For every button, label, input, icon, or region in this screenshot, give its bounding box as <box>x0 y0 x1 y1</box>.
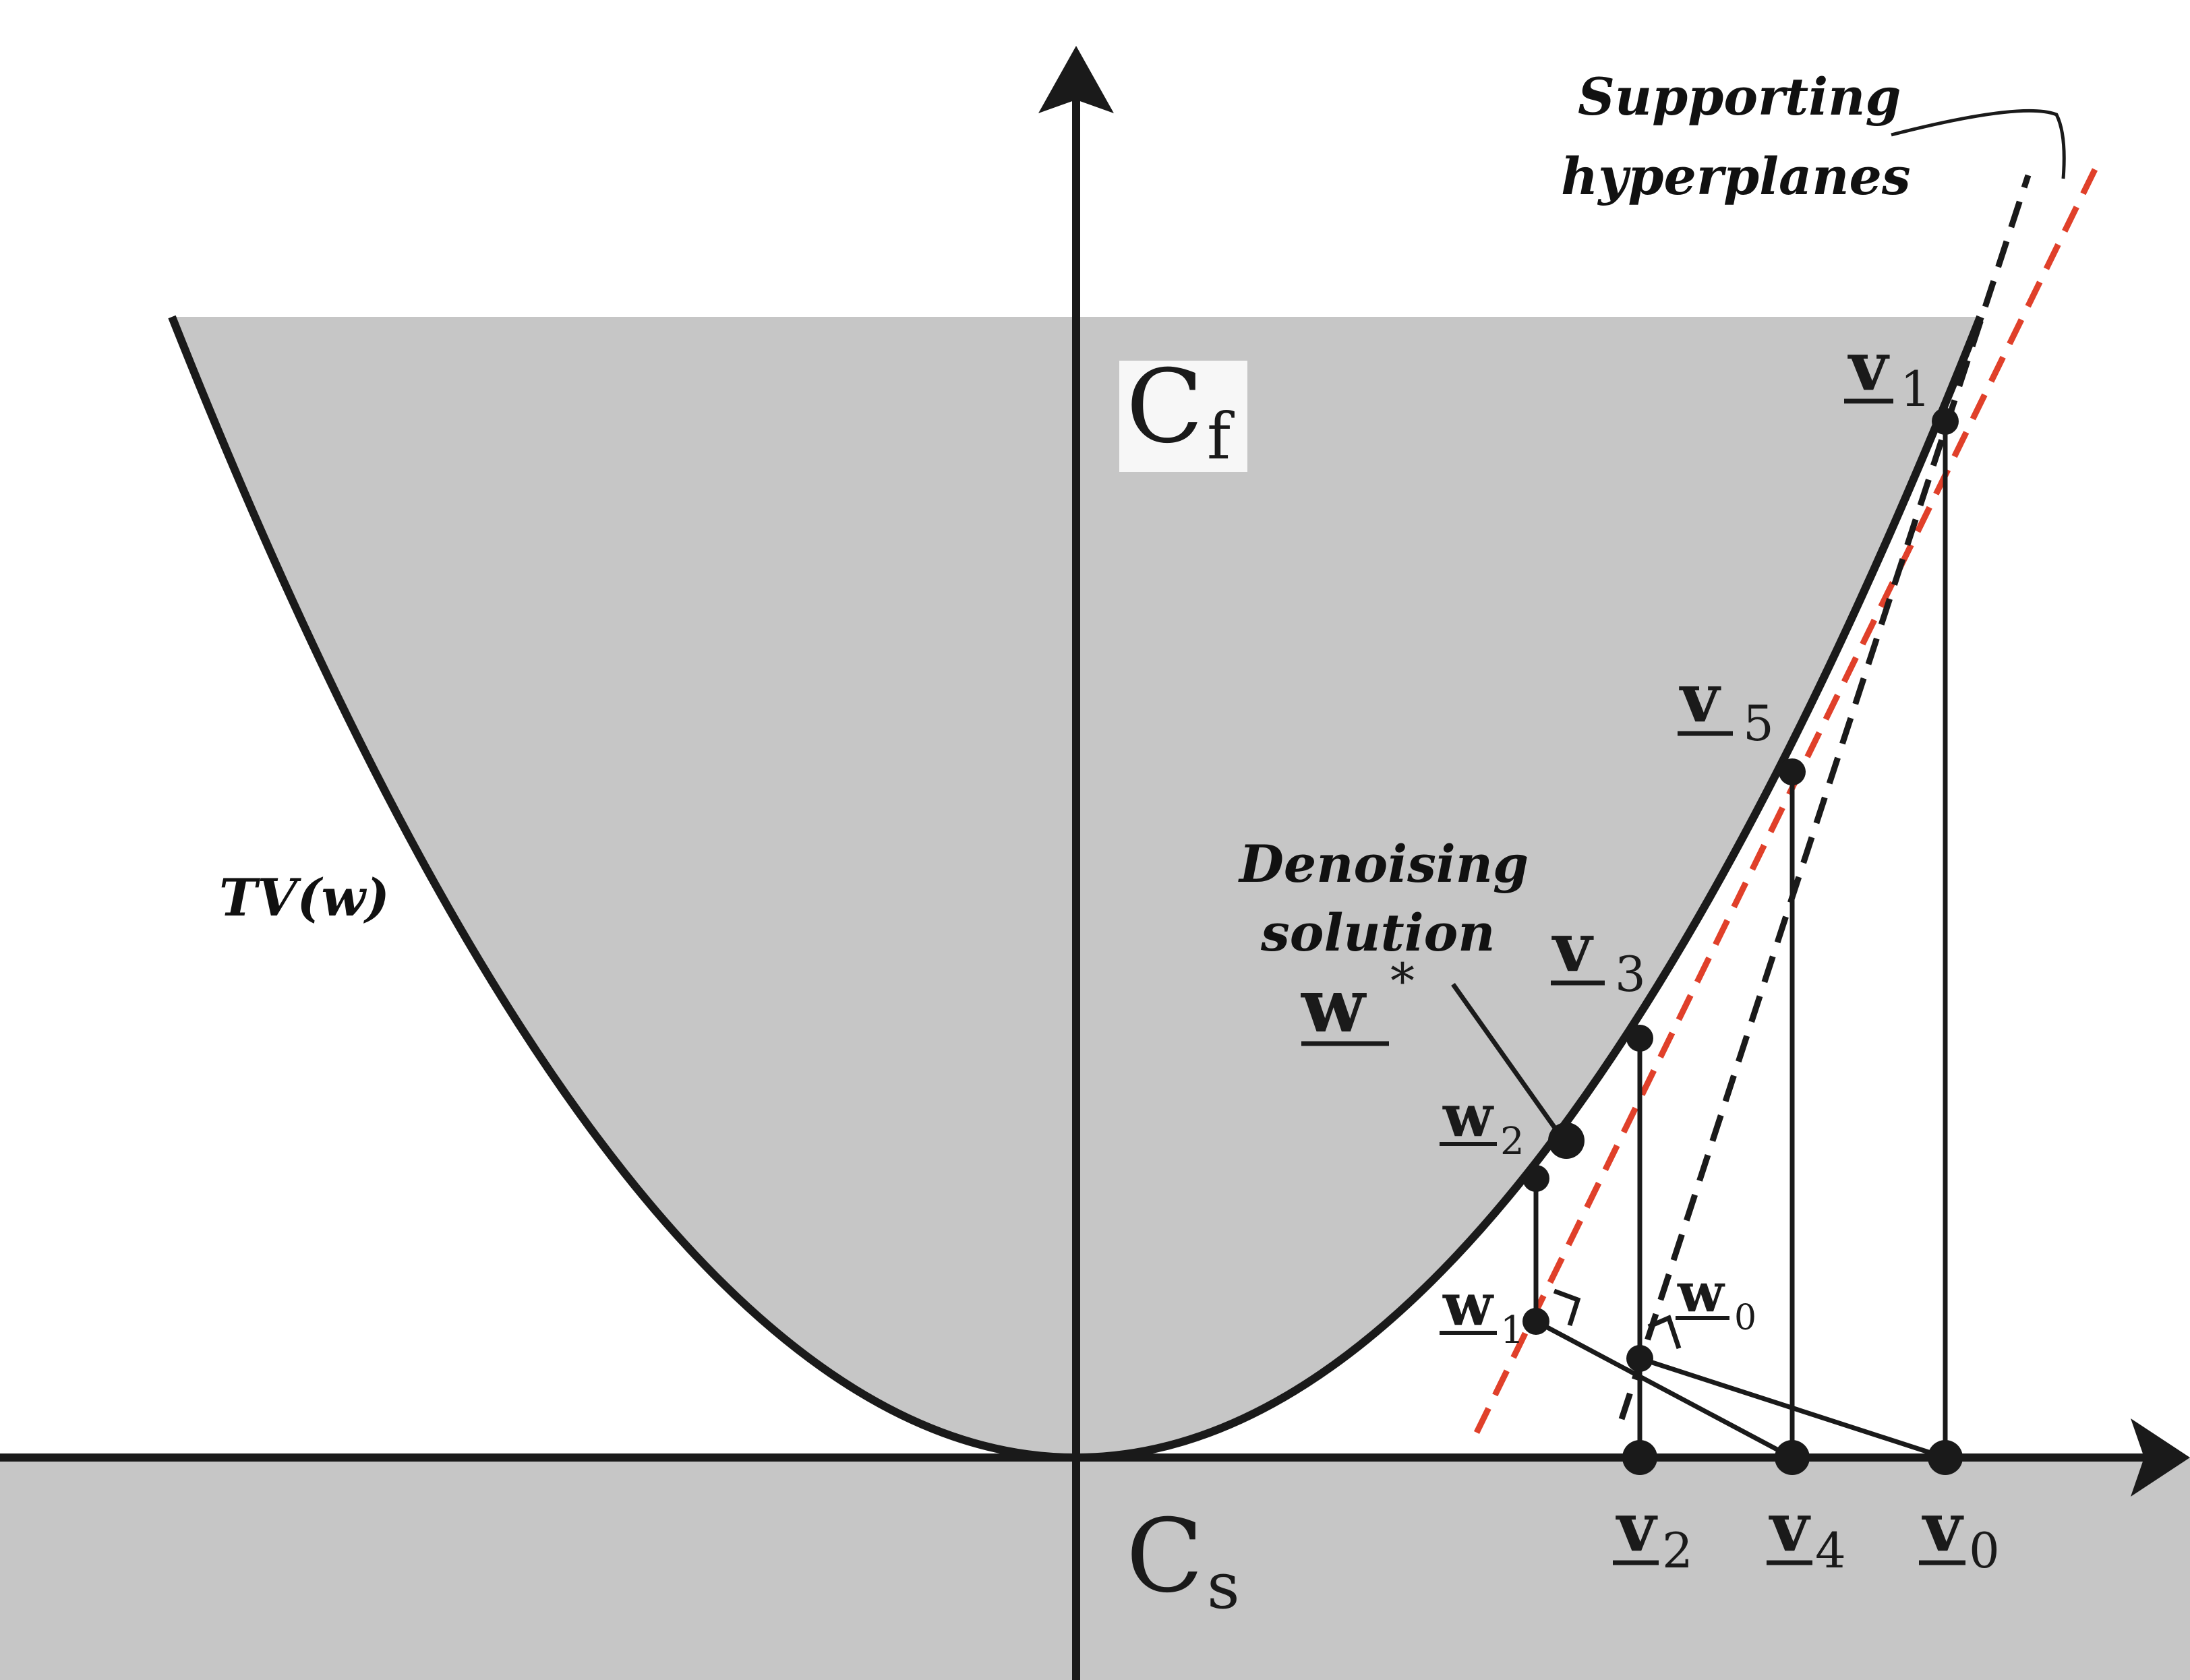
svg-text:Denoising: Denoising <box>1238 834 1529 894</box>
x-axis-arrow-icon <box>2131 1418 2190 1497</box>
hyperplanes-pointer <box>1891 109 2066 179</box>
hyperplane-black <box>1618 174 2032 1420</box>
svg-text:C: C <box>1126 1498 1204 1615</box>
svg-text:5: 5 <box>1743 695 1774 752</box>
svg-text:1: 1 <box>1500 1309 1525 1352</box>
point-v1 <box>1932 408 1959 435</box>
svg-text:v: v <box>1551 907 1594 987</box>
label-cs: C s <box>1126 1498 1240 1623</box>
label-v3: v 3 <box>1551 907 1646 1002</box>
svg-text:1: 1 <box>1900 361 1931 417</box>
label-w0: w 0 <box>1676 1261 1756 1338</box>
point-v4 <box>1775 1440 1810 1475</box>
svg-text:3: 3 <box>1615 946 1646 1002</box>
svg-text:s: s <box>1207 1549 1240 1623</box>
label-supporting-hyperplanes: Supporting hyperplanes <box>1558 64 2066 216</box>
svg-text:TV(w): TV(w) <box>219 868 390 928</box>
svg-text:4: 4 <box>1815 1522 1846 1579</box>
svg-text:Supporting: Supporting <box>1578 67 1901 127</box>
svg-text:solution: solution <box>1260 903 1496 963</box>
label-wstar: w * <box>1301 953 1415 1049</box>
svg-text:w: w <box>1301 962 1367 1049</box>
label-cf: C f <box>1119 349 1247 474</box>
svg-text:hyperplanes: hyperplanes <box>1561 146 1911 206</box>
label-w1: w 1 <box>1440 1271 1525 1352</box>
label-v4: v 4 <box>1767 1487 1846 1579</box>
svg-text:w: w <box>1677 1261 1725 1324</box>
svg-text:2: 2 <box>1500 1120 1525 1164</box>
svg-text:*: * <box>1390 953 1415 1009</box>
label-denoising-solution: Denoising solution <box>1238 834 1529 963</box>
point-markers <box>1522 408 1963 1475</box>
point-w0 <box>1626 1345 1653 1372</box>
svg-text:w: w <box>1442 1082 1494 1150</box>
hyperplane-red <box>1473 157 2104 1434</box>
svg-text:0: 0 <box>1969 1522 2000 1579</box>
label-v5: v 5 <box>1678 658 1774 752</box>
point-wstar <box>1548 1122 1585 1159</box>
svg-text:v: v <box>1847 326 1890 406</box>
label-tv: TV(w) <box>209 853 390 944</box>
point-w2 <box>1522 1165 1549 1192</box>
svg-text:v: v <box>1616 1487 1658 1567</box>
label-v0: v 0 <box>1919 1487 2000 1579</box>
point-v0 <box>1928 1440 1963 1475</box>
point-w1 <box>1522 1308 1549 1335</box>
svg-text:v: v <box>1679 658 1721 738</box>
point-v3 <box>1626 1025 1653 1052</box>
label-v1: v 1 <box>1844 326 1931 417</box>
svg-text:v: v <box>1769 1487 1811 1567</box>
projection-lines <box>1451 421 1948 1460</box>
svg-text:0: 0 <box>1734 1298 1756 1338</box>
label-v2: v 2 <box>1613 1487 1693 1579</box>
svg-text:v: v <box>1922 1487 1964 1567</box>
label-w2: w 2 <box>1440 1082 1525 1164</box>
y-axis-arrow-icon <box>1038 46 1114 113</box>
region-cs <box>0 1458 2190 1680</box>
svg-text:f: f <box>1207 400 1235 474</box>
point-v5 <box>1779 758 1806 785</box>
svg-text:2: 2 <box>1662 1522 1693 1579</box>
svg-text:C: C <box>1126 349 1204 466</box>
svg-text:w: w <box>1442 1271 1494 1339</box>
point-v2 <box>1622 1440 1657 1475</box>
